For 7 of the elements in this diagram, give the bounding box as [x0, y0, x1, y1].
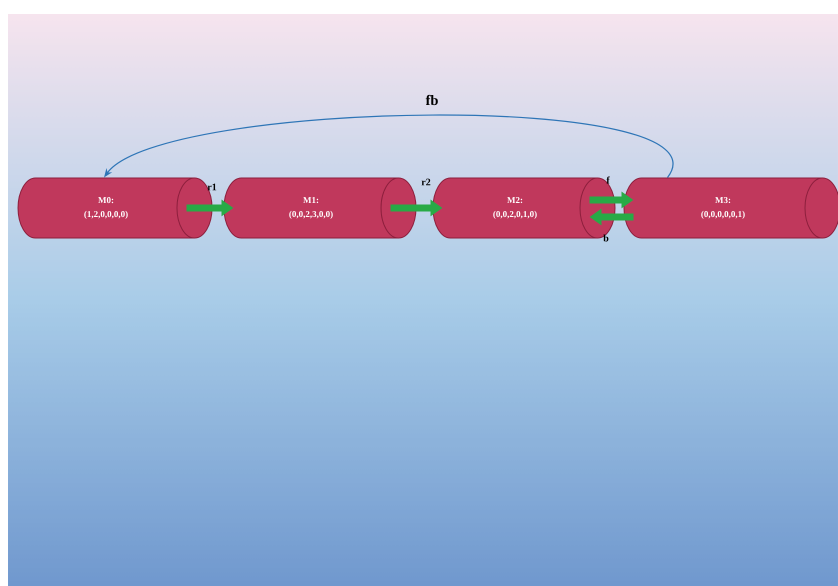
edge-label: f: [606, 176, 610, 184]
cylinder: M1: (0,0,2,3,0,0): [224, 178, 416, 238]
cylinder: M3: (0,0,0,0,0,1): [624, 178, 838, 238]
edge-label: b: [603, 234, 608, 242]
edge-label: fb: [426, 94, 438, 106]
curved-arrow: [104, 114, 672, 178]
edge-label: r2: [422, 178, 430, 186]
